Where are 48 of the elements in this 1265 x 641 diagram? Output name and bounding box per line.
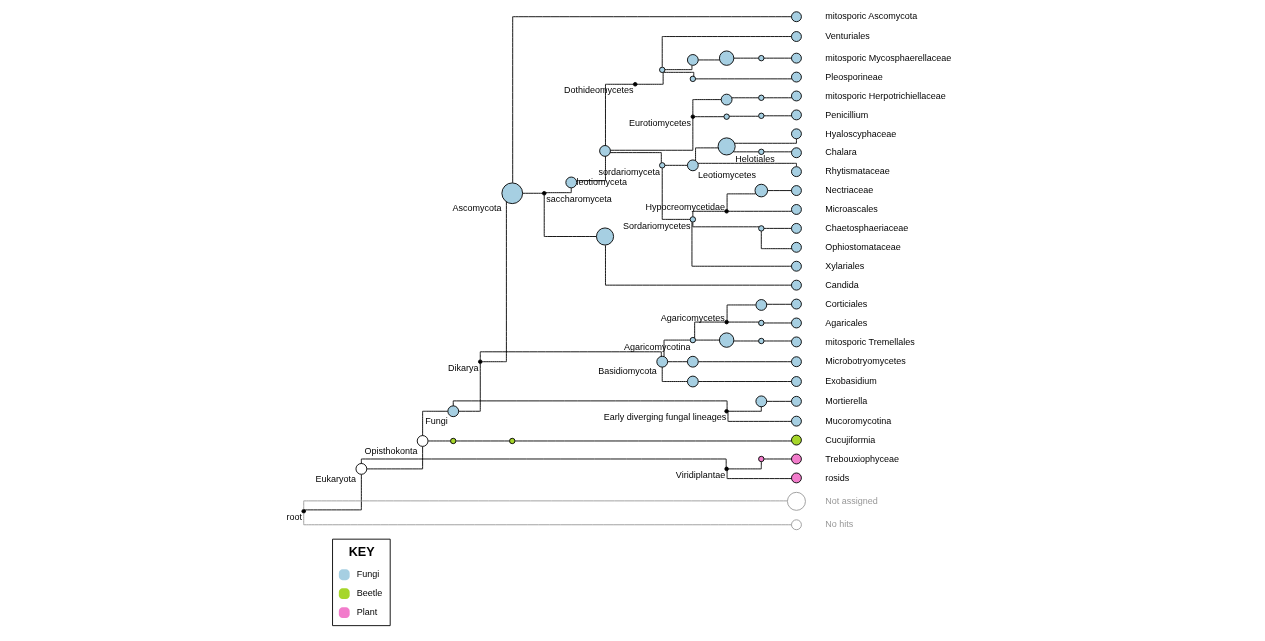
node-label: Xylariales (825, 260, 865, 271)
node-label: Hyaloscyphaceae (825, 128, 897, 139)
node-label: No hits (825, 519, 854, 530)
node-label: Penicillium (825, 109, 869, 120)
node-label: Candida (825, 279, 859, 290)
node-label: Chaetosphaeriaceae (825, 223, 909, 234)
node-label: Ascomycota (452, 202, 502, 213)
node-label: Ophiostomataceae (825, 242, 901, 253)
node-label: Venturiales (825, 31, 870, 42)
node-label: root (286, 512, 303, 523)
node-label: Agaricomycetes (660, 313, 725, 324)
node-label: Opisthokonta (364, 445, 418, 456)
node-label: Fungi (425, 415, 448, 426)
node-label: Microascales (825, 204, 878, 215)
legend-label: Plant (356, 606, 378, 617)
node-label: Exobasidium (825, 376, 877, 387)
node-label: Nectriaceae (825, 185, 874, 196)
node-label: Chalara (825, 147, 857, 158)
node-label: Sordariomycetes (623, 221, 691, 232)
node-label: Trebouxiophyceae (825, 453, 899, 464)
node-label: Basidiomycota (598, 366, 657, 377)
node-label: Helotiales (735, 154, 775, 165)
node-label: Dikarya (447, 362, 479, 373)
node-label: Microbotryomycetes (825, 356, 906, 367)
node-label: Eukaryota (315, 473, 356, 484)
node-label: Rhytismataceae (825, 166, 890, 177)
label: KEY (348, 545, 375, 560)
node-label: Mucoromycotina (825, 415, 892, 426)
node-label: mitosporic Mycosphaerellaceae (825, 52, 952, 63)
node-label: Viridiplantae (675, 469, 726, 480)
node-label: Leotiomycetes (698, 169, 757, 180)
node-label: Agaricomycotina (624, 342, 691, 352)
node-label: saccharomyceta (546, 194, 612, 205)
node-label: Agaricales (825, 317, 868, 328)
node-label: rosids (825, 472, 850, 483)
node-label: mitosporic Herpotrichiellaceae (825, 90, 946, 101)
node-label: Pleosporineae (825, 71, 883, 82)
node-label: mitosporic Tremellales (825, 336, 915, 347)
legend-label: Beetle (356, 587, 383, 598)
node-label: mitosporic Ascomycota (825, 11, 918, 22)
node-label: Corticiales (825, 298, 868, 309)
node-label: Cucujiformia (825, 434, 876, 445)
node-label: Early diverging fungal lineages (603, 412, 727, 423)
node-label: Eurotiomycetes (628, 117, 691, 128)
node-label: leotiomyceta (576, 177, 628, 188)
node-label: Mortierella (825, 396, 868, 407)
node-label: Not assigned (825, 496, 878, 507)
legend-label: Fungi (356, 569, 380, 579)
